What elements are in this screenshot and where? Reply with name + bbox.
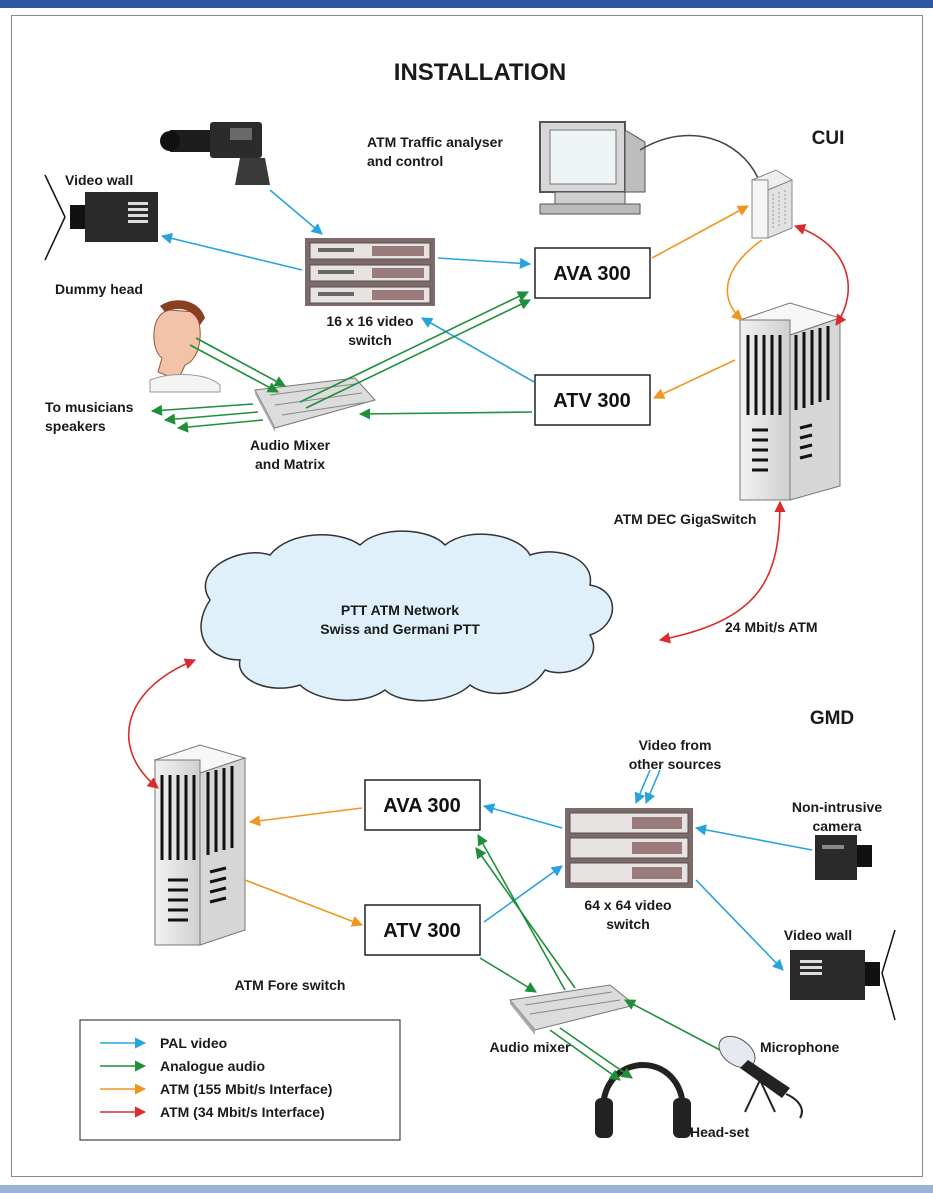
atm-24-label: 24 Mbit/s ATM	[725, 619, 818, 635]
pal-video-links	[160, 189, 813, 971]
ava-300-box-bottom	[364, 779, 481, 831]
legend-label-atm-155: ATM (155 Mbit/s Interface)	[160, 1081, 332, 1097]
diagram-title: INSTALLATION	[394, 59, 566, 86]
non-intrusive-label-2: camera	[812, 818, 861, 834]
legend-item-atm-155: ATM (155 Mbit/s Interface)	[100, 1081, 332, 1097]
video-switch-64x64	[565, 808, 693, 888]
audio-mixer-matrix-icon	[254, 377, 376, 432]
legend-box	[79, 1019, 401, 1141]
headset-icon	[595, 1062, 691, 1138]
ava-300-label-bottom: AVA 300	[383, 795, 460, 817]
dummy-head-label: Dummy head	[55, 281, 143, 297]
dec-gigaswitch-label: ATM DEC GigaSwitch	[614, 511, 757, 527]
musicians-label-2: speakers	[45, 418, 106, 434]
headset-label: Head-set	[690, 1124, 749, 1140]
atv-300-label-top: ATV 300	[553, 390, 630, 412]
switch16-label-2: switch	[348, 332, 392, 348]
atm-155-links	[244, 205, 763, 927]
ava-300-label-top: AVA 300	[553, 263, 630, 285]
non-intrusive-camera-icon	[815, 835, 872, 880]
legend-label-pal-video: PAL video	[160, 1035, 227, 1051]
microphone-label: Microphone	[760, 1039, 840, 1055]
ava-300-box-top	[534, 247, 651, 299]
video-other-label-1: Video from	[639, 737, 712, 753]
ptt-network-label-1: PTT ATM Network	[341, 602, 459, 618]
audio-mixer-label: Audio mixer	[490, 1039, 571, 1055]
non-intrusive-label-1: Non-intrusive	[792, 799, 882, 815]
audio-mixer-matrix-label-1: Audio Mixer	[250, 437, 331, 453]
atv-300-box-bottom	[364, 904, 481, 956]
site-label-cui: CUI	[812, 128, 845, 149]
video-wall-projector-icon	[44, 174, 158, 261]
legend-label-analogue-audio: Analogue audio	[160, 1058, 265, 1074]
video-wall-top-label: Video wall	[65, 172, 133, 188]
dummy-head-icon	[149, 300, 221, 393]
bottom-accent-bar	[0, 1185, 933, 1193]
dec-gigaswitch-tower-icon	[738, 302, 842, 501]
atm-34-links	[127, 224, 849, 789]
video-other-label-2: other sources	[629, 756, 722, 772]
ptt-network-label-2: Swiss and Germani PTT	[320, 621, 480, 637]
network-module-icon	[750, 169, 794, 239]
atm-traffic-label-2: and control	[367, 153, 443, 169]
legend-label-atm-34: ATM (34 Mbit/s Interface)	[160, 1104, 325, 1120]
audio-mixer-matrix-label-2: and Matrix	[255, 456, 325, 472]
monitor-icon	[539, 121, 759, 215]
video-wall-projector-icon-bottom	[790, 929, 896, 1021]
diagram-frame	[11, 15, 923, 1177]
legend-item-pal-video: PAL video	[100, 1035, 227, 1051]
video-wall-bottom-label: Video wall	[784, 927, 852, 943]
musicians-label-1: To musicians	[45, 399, 134, 415]
analogue-audio-links	[150, 291, 721, 1081]
ptt-atm-network-cloud	[200, 530, 614, 702]
atv-300-box-top	[534, 374, 651, 426]
atv-300-label-bottom: ATV 300	[383, 920, 460, 942]
legend-item-analogue-audio: Analogue audio	[100, 1058, 265, 1074]
atm-fore-switch-tower-icon	[153, 744, 247, 946]
switch64-label-2: switch	[606, 916, 650, 932]
audio-mixer-icon	[509, 984, 637, 1035]
fore-switch-label: ATM Fore switch	[235, 977, 346, 993]
video-switch-16x16	[305, 238, 435, 306]
microphone-icon	[718, 1035, 803, 1119]
legend-item-atm-34: ATM (34 Mbit/s Interface)	[100, 1104, 325, 1120]
site-label-gmd: GMD	[810, 708, 854, 729]
switch16-label-1: 16 x 16 video	[326, 313, 413, 329]
switch64-label-1: 64 x 64 video	[584, 897, 671, 913]
atm-traffic-label-1: ATM Traffic analyser	[367, 134, 503, 150]
top-accent-bar	[0, 0, 933, 8]
video-camera-icon	[160, 122, 270, 185]
